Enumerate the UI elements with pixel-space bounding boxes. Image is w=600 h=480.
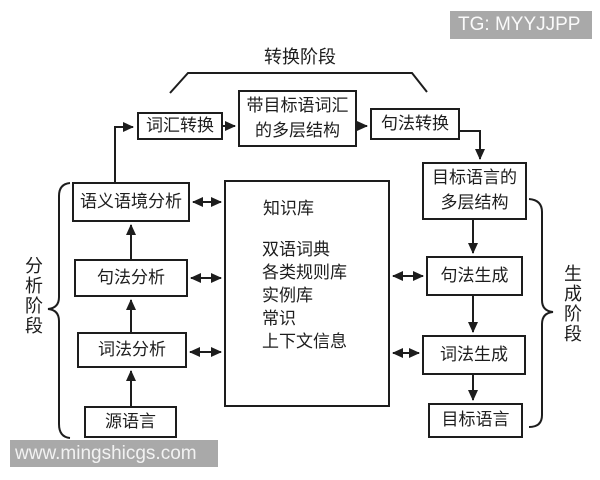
target-lang-multilayer-box: 目标语言的 多层结构 bbox=[422, 162, 527, 220]
generation-phase-label: 生成阶段 bbox=[561, 264, 582, 344]
generation-phase-brace bbox=[528, 198, 554, 428]
lexical-analysis-box: 词法分析 bbox=[77, 332, 187, 368]
lexical-transfer-label: 词汇转换 bbox=[146, 115, 214, 136]
knowledge-item-common-sense: 常识 bbox=[262, 309, 296, 329]
transfer-phase-label: 转换阶段 bbox=[264, 47, 336, 68]
knowledge-item-rule-bases: 各类规则库 bbox=[262, 263, 347, 283]
source-language-label: 源语言 bbox=[105, 411, 156, 432]
target-language-box: 目标语言 bbox=[428, 403, 523, 438]
syntactic-generation-box: 句法生成 bbox=[426, 256, 523, 296]
site-watermark-badge: www.mingshicgs.com bbox=[10, 440, 218, 467]
knowledge-item-example-base: 实例库 bbox=[262, 286, 313, 306]
knowledge-base-title: 知识库 bbox=[263, 199, 314, 219]
lexical-transfer-box: 词汇转换 bbox=[137, 112, 223, 140]
knowledge-item-bilingual-dictionary: 双语词典 bbox=[262, 240, 330, 260]
arrow-semantic-to-lexical-transfer bbox=[114, 122, 134, 182]
syntactic-analysis-label: 句法分析 bbox=[97, 267, 165, 288]
semantic-context-analysis-box: 语义语境分析 bbox=[72, 182, 190, 222]
analysis-phase-label: 分析阶段 bbox=[22, 256, 43, 336]
analysis-phase-brace bbox=[47, 182, 71, 439]
transfer-phase-bracket bbox=[169, 72, 428, 94]
syntactic-transfer-box: 句法转换 bbox=[370, 108, 460, 140]
target-language-label: 目标语言 bbox=[441, 410, 510, 431]
source-language-box: 源语言 bbox=[84, 406, 177, 438]
target-vocab-multilayer-box: 带目标语词汇 的多层结构 bbox=[238, 90, 357, 147]
semantic-context-analysis-label: 语义语境分析 bbox=[80, 191, 182, 212]
target-vocab-multilayer-line1: 带目标语词汇 bbox=[246, 95, 349, 116]
syntactic-generation-label: 句法生成 bbox=[440, 265, 509, 286]
lexical-analysis-label: 词法分析 bbox=[98, 339, 166, 360]
target-lang-multilayer-line2: 多层结构 bbox=[440, 193, 509, 213]
lexical-generation-label: 词法生成 bbox=[440, 344, 508, 365]
syntactic-analysis-box: 句法分析 bbox=[74, 259, 188, 297]
knowledge-item-context-info: 上下文信息 bbox=[262, 332, 347, 352]
target-vocab-multilayer-line2: 的多层结构 bbox=[255, 120, 340, 141]
lexical-generation-box: 词法生成 bbox=[422, 335, 526, 375]
arrow-syntactic-transfer-to-target-structure bbox=[460, 130, 485, 160]
knowledge-base-list: 双语词典 各类规则库 实例库 常识 上下文信息 bbox=[262, 239, 347, 354]
tg-watermark-badge: TG: MYYJJPP bbox=[450, 11, 592, 39]
syntactic-transfer-label: 句法转换 bbox=[381, 113, 449, 134]
knowledge-base-box bbox=[224, 180, 390, 407]
target-lang-multilayer-line1: 目标语言的 bbox=[432, 168, 517, 189]
